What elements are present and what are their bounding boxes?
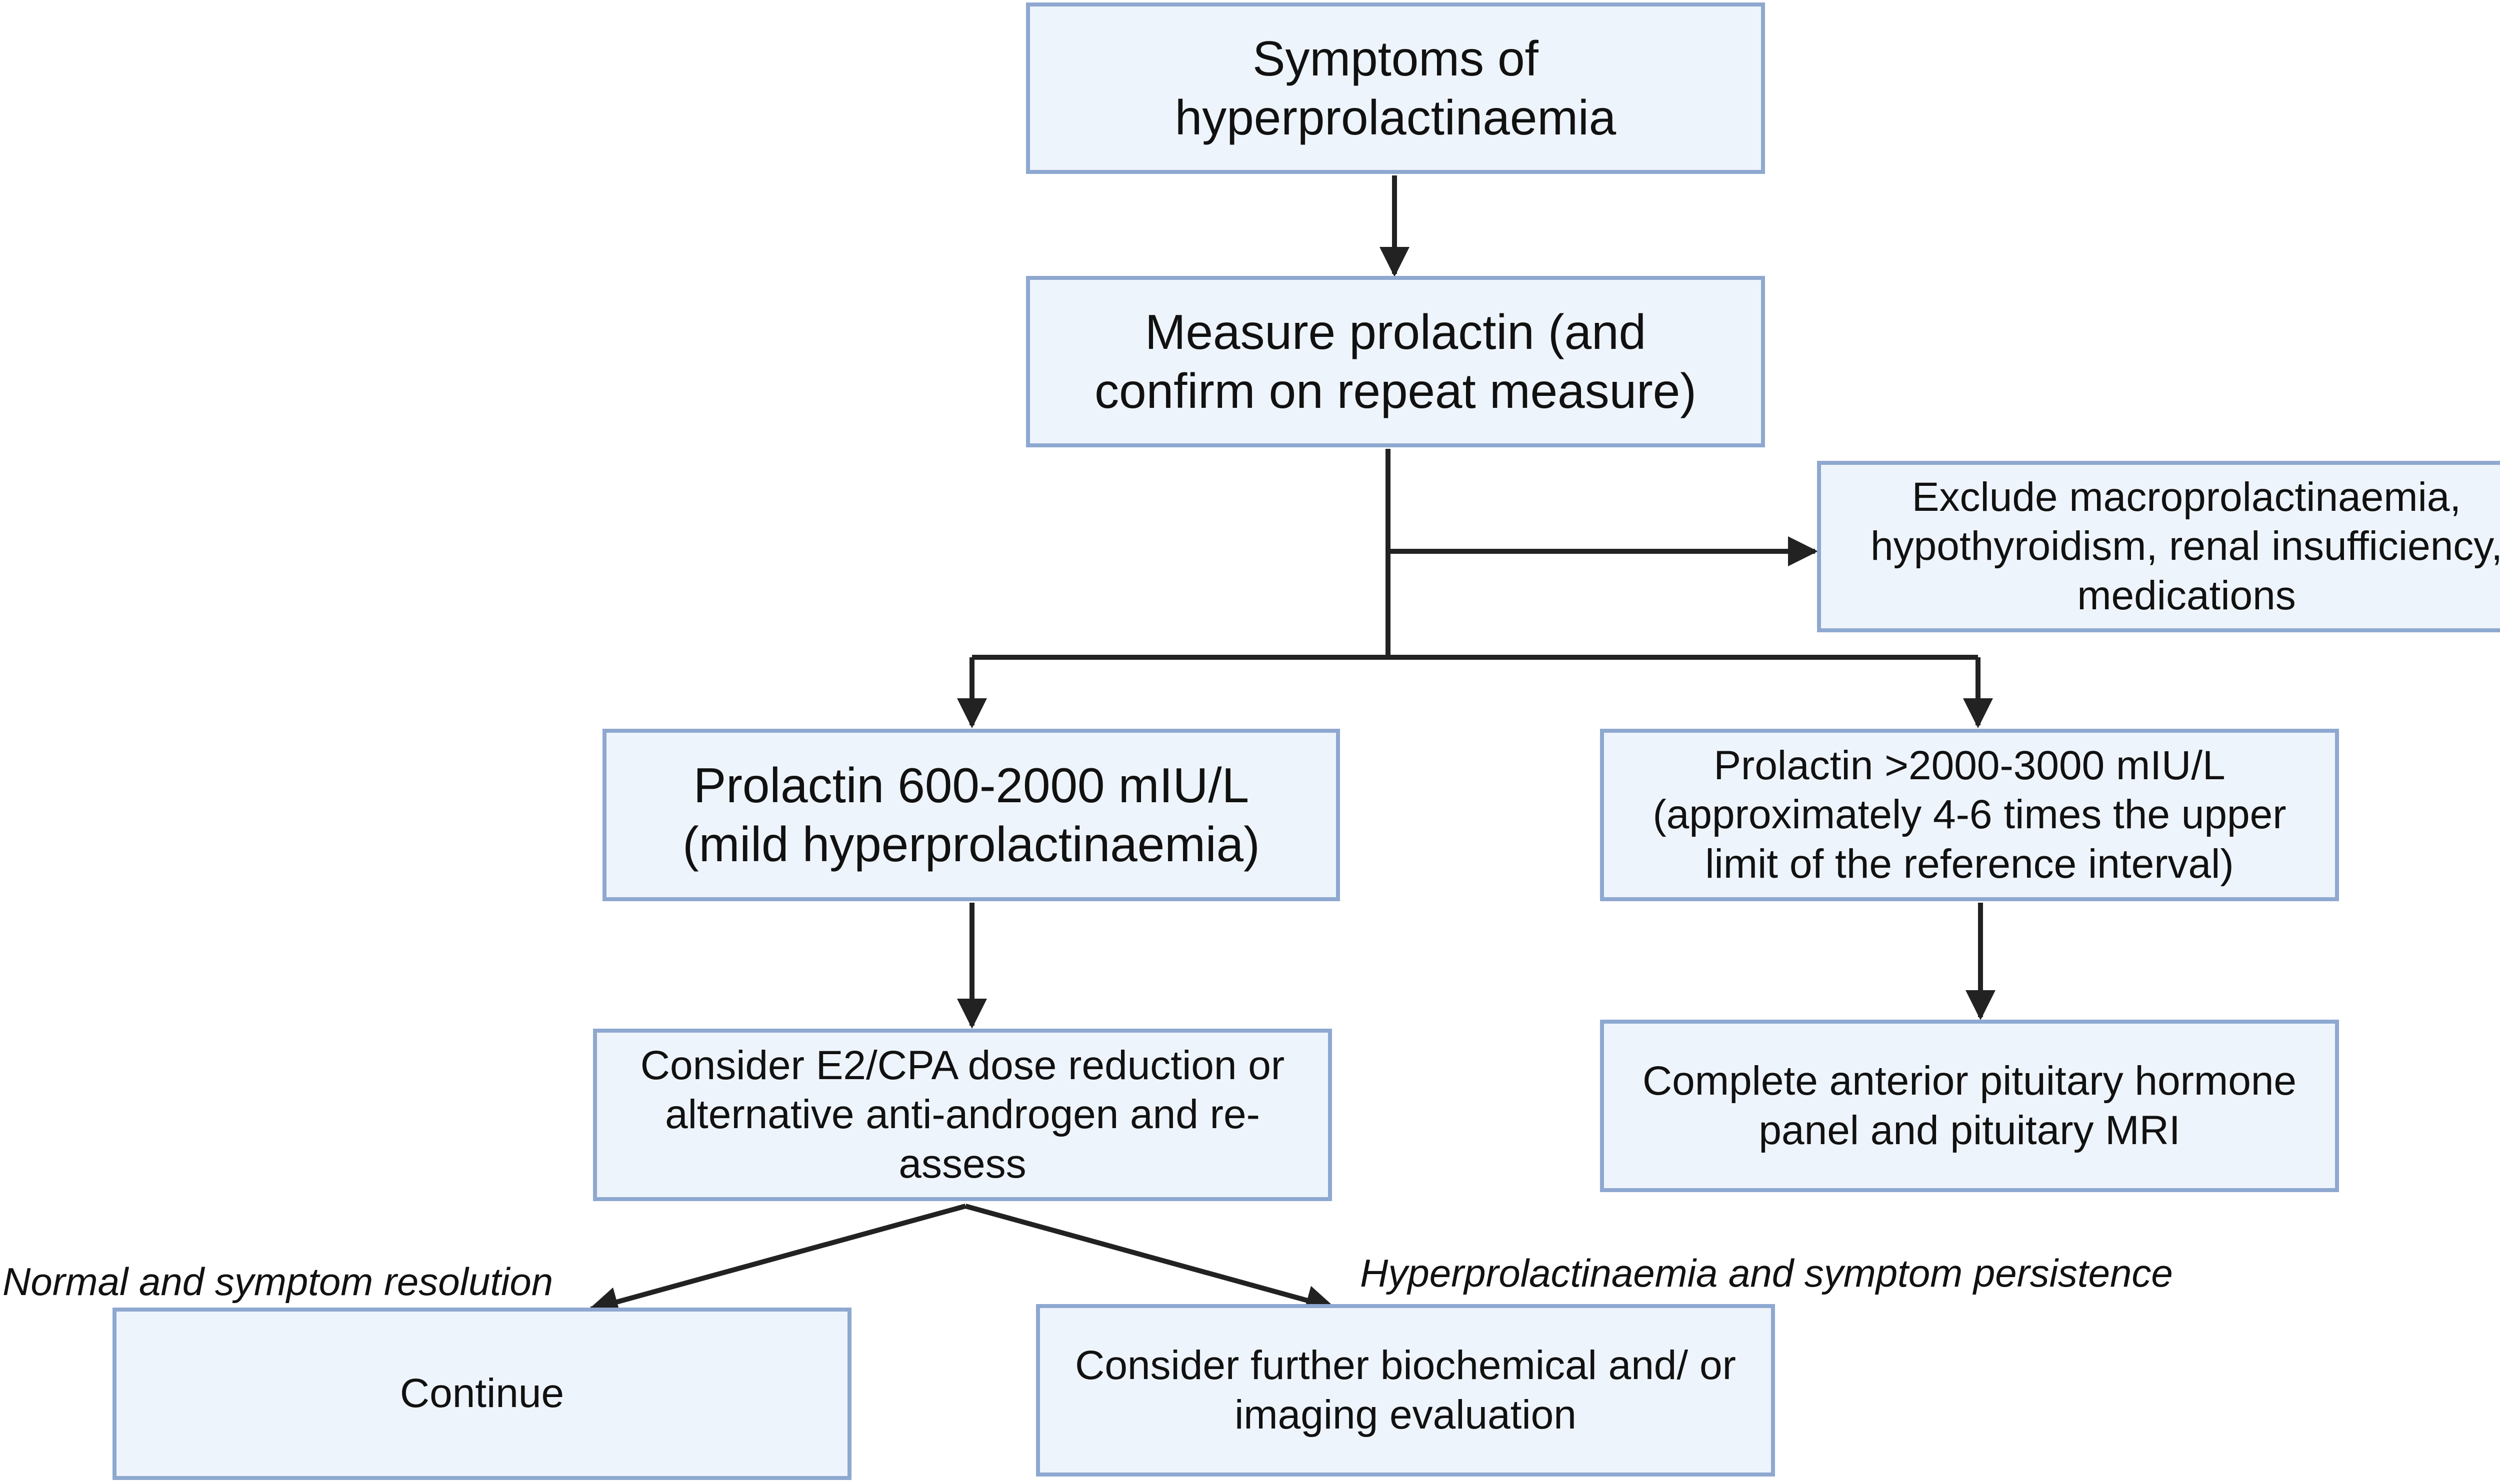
node-exclude: Exclude macroprolactinaemia, hypothyroid… bbox=[1817, 461, 2500, 632]
node-reduce: Consider E2/CPA dose reduction or altern… bbox=[593, 1029, 1332, 1201]
arrow-to-continue bbox=[588, 1204, 966, 1317]
node-continue-label: Continue bbox=[400, 1371, 564, 1417]
node-symptoms: Symptoms of hyperprolactinaemia bbox=[1026, 2, 1765, 174]
node-symptoms-label: Symptoms of hyperprolactinaemia bbox=[1174, 30, 1616, 145]
node-measure-label: Measure prolactin (and confirm on repeat… bbox=[1094, 304, 1696, 418]
edge-label-normal: Normal and symptom resolution bbox=[2, 1260, 554, 1304]
node-measure: Measure prolactin (and confirm on repeat… bbox=[1026, 276, 1765, 447]
node-mild: Prolactin 600-2000 mIU/L (mild hyperprol… bbox=[602, 729, 1340, 901]
edge-label-persist: Hyperprolactinaemia and symptom persiste… bbox=[1360, 1251, 2173, 1295]
node-continue: Continue bbox=[112, 1308, 852, 1480]
node-exclude-label: Exclude macroprolactinaemia, hypothyroid… bbox=[1870, 474, 2500, 618]
node-high-label: Prolactin >2000-3000 mIU/L (approximatel… bbox=[1652, 742, 2286, 887]
node-panel-label: Complete anterior pituitary hormone pane… bbox=[1642, 1058, 2297, 1153]
node-high: Prolactin >2000-3000 mIU/L (approximatel… bbox=[1600, 729, 2339, 901]
node-panel: Complete anterior pituitary hormone pane… bbox=[1600, 1020, 2339, 1192]
arrow-to-further bbox=[964, 1204, 1336, 1315]
node-reduce-label: Consider E2/CPA dose reduction or altern… bbox=[640, 1042, 1285, 1187]
node-mild-label: Prolactin 600-2000 mIU/L (mild hyperprol… bbox=[682, 757, 1260, 872]
node-further: Consider further biochemical and/ or ima… bbox=[1036, 1304, 1775, 1477]
node-further-label: Consider further biochemical and/ or ima… bbox=[1075, 1343, 1736, 1438]
